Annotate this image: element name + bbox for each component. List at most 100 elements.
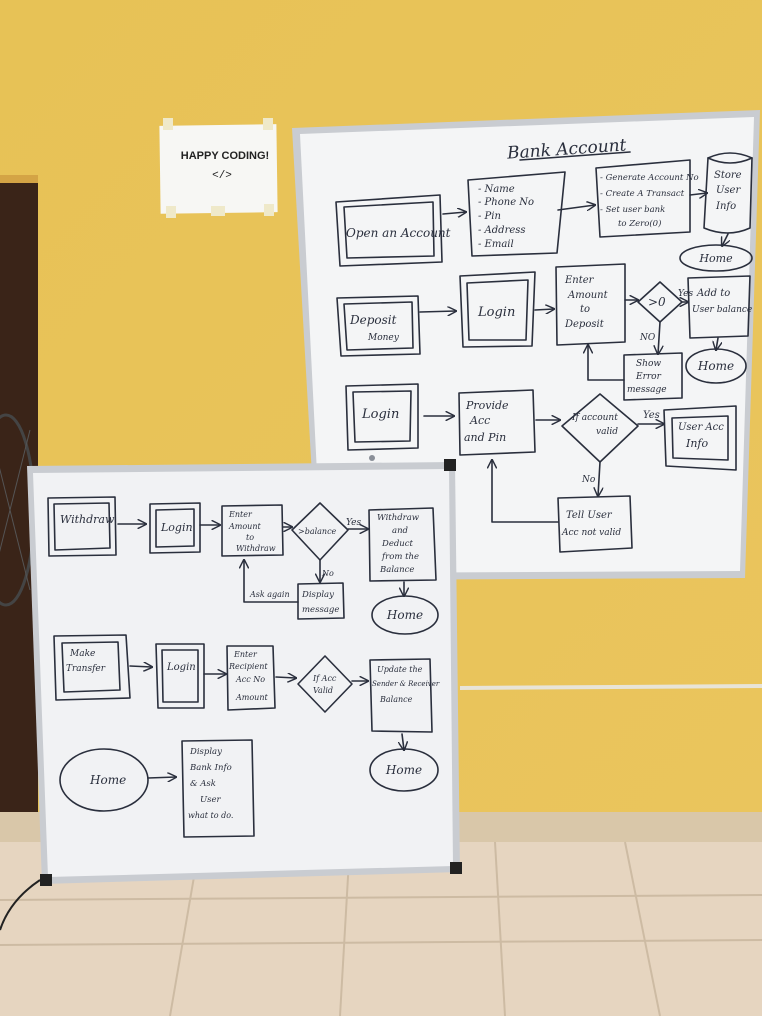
iav-2: Valid xyxy=(313,686,333,695)
happy-coding-sign: HAPPY CODING! </> xyxy=(159,118,278,218)
store-user-info-cylinder: Store User Info xyxy=(703,152,753,234)
login-label-b1: Login xyxy=(160,521,193,534)
deposit-label-1: Deposit xyxy=(349,313,397,327)
ew-1: Enter xyxy=(228,510,253,519)
provide-3: and Pin xyxy=(464,431,506,444)
er-4: Amount xyxy=(235,693,268,702)
store-line-2: User xyxy=(716,185,741,196)
field-address: - Address xyxy=(478,225,526,236)
user-acc-info-box: User Acc Info xyxy=(663,405,737,471)
show-error-box: Show Error message xyxy=(623,352,683,401)
open-account-box: Open an Account xyxy=(335,194,451,267)
field-name: - Name xyxy=(478,184,515,195)
di-5: what to do. xyxy=(188,811,233,820)
up-2: Sender & Receiver xyxy=(372,680,440,688)
sign-title: HAPPY CODING! xyxy=(181,150,269,162)
generate-account-box: - Generate Account No - Create A Transac… xyxy=(595,159,699,238)
field-phone: - Phone No xyxy=(478,197,534,208)
show-error-3: message xyxy=(627,385,667,395)
home-label-b2: Home xyxy=(385,763,422,777)
wd-4: from the xyxy=(381,552,419,562)
provide-acc-box: Provide Acc and Pin xyxy=(458,389,536,456)
login-label-b2: Login xyxy=(166,662,196,673)
wd-3: Deduct xyxy=(381,539,414,549)
generate-line-3: - Set user bank xyxy=(600,205,665,215)
account-fields-box: - Name - Phone No - Pin - Address - Emai… xyxy=(467,171,566,257)
ew-4: Withdraw xyxy=(236,544,276,553)
make-transfer-box: Make Transfer xyxy=(53,634,131,701)
home-oval-b1: Home xyxy=(371,595,439,635)
generate-line-1: - Generate Account No xyxy=(600,173,699,183)
show-error-2: Error xyxy=(635,372,662,382)
tell-user-box: Tell User Acc not valid xyxy=(557,495,633,553)
user-acc-1: User Acc xyxy=(678,422,724,433)
if-valid-2: valid xyxy=(596,427,618,437)
home-oval-2: Home xyxy=(685,348,747,384)
display-bank-info-box: Display Bank Info & Ask User what to do. xyxy=(181,739,255,838)
enter-amount-deposit-box: Enter Amount to Deposit xyxy=(555,263,626,346)
mt-2: Transfer xyxy=(66,664,106,674)
home-oval-b2: Home xyxy=(369,748,439,792)
generate-line-2: - Create A Transact xyxy=(600,189,685,199)
di-3: & Ask xyxy=(190,779,216,789)
ew-2: Amount xyxy=(228,522,261,531)
home-label-b1: Home xyxy=(386,608,423,622)
di-4: User xyxy=(200,795,222,805)
yes-label-2: Yes xyxy=(643,410,660,421)
di-2: Bank Info xyxy=(189,763,232,773)
er-1: Enter xyxy=(233,650,258,659)
login-box-3: Login xyxy=(345,383,419,451)
up-1: Update the xyxy=(377,665,423,674)
home-start-label: Home xyxy=(89,773,126,787)
up-3: Balance xyxy=(379,695,413,704)
login-box-b2: Login xyxy=(155,643,205,709)
display-message-box: Display message xyxy=(297,582,345,620)
login-box-b1: Login xyxy=(149,502,201,554)
di-1: Display xyxy=(189,747,222,757)
store-line-1: Store xyxy=(714,170,742,181)
add-balance-2: User balance xyxy=(692,305,752,315)
no-label-b: No xyxy=(321,569,334,578)
yes-label-b: Yes xyxy=(346,518,361,528)
login-label-2: Login xyxy=(477,305,515,320)
wd-2: and xyxy=(392,526,409,536)
eda-2: Amount xyxy=(567,290,609,301)
home-start-oval: Home xyxy=(59,748,149,812)
eda-1: Enter xyxy=(564,275,595,286)
eda-3: to xyxy=(580,304,590,315)
ask-again-label: Ask again xyxy=(249,590,290,599)
login-label-3: Login xyxy=(361,407,399,422)
open-account-label: Open an Account xyxy=(346,226,451,240)
yes-label-1: Yes xyxy=(678,289,693,299)
withdraw-box: Withdraw xyxy=(47,496,117,557)
login-box-2: Login xyxy=(459,271,536,348)
provide-1: Provide xyxy=(465,399,509,412)
sign-code-symbol: </> xyxy=(212,170,232,182)
tell-user-2: Acc not valid xyxy=(561,528,621,538)
enter-recipient-box: Enter Recipient Acc No Amount xyxy=(226,645,276,711)
home-label-1: Home xyxy=(698,252,733,265)
enter-withdraw-box: Enter Amount to Withdraw xyxy=(221,504,284,557)
iav-1: If Acc xyxy=(312,674,337,683)
whiteboard-transactions: Withdraw Login Enter Amount to Withdraw … xyxy=(27,459,462,886)
no-label-1: NO xyxy=(639,333,656,343)
if-acc-valid-diamond: If Acc Valid xyxy=(297,655,353,713)
home-label-2: Home xyxy=(697,359,734,373)
mt-1: Make xyxy=(69,649,95,659)
eda-4: Deposit xyxy=(564,319,605,330)
generate-line-4: to Zero(0) xyxy=(618,218,661,229)
field-email: - Email xyxy=(478,239,514,250)
deposit-money-box: Deposit Money xyxy=(336,295,421,357)
er-3: Acc No xyxy=(235,675,265,684)
wd-5: Balance xyxy=(379,565,414,575)
provide-2: Acc xyxy=(469,414,490,427)
add-balance-1: Add to xyxy=(696,288,730,299)
no-label-2: No xyxy=(581,475,596,485)
deposit-label-2: Money xyxy=(367,333,400,343)
balance-check-label: >balance xyxy=(298,527,337,536)
show-error-1: Show xyxy=(636,359,661,369)
store-line-3: Info xyxy=(715,201,736,212)
gt-zero-label: >0 xyxy=(648,295,666,309)
add-to-balance-box: Add to User balance xyxy=(687,275,752,339)
